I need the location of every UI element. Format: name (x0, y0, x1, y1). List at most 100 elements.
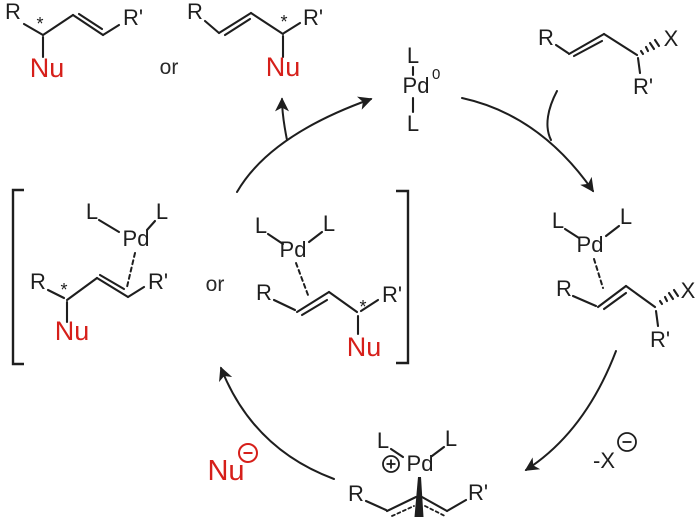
pd-label: Pd (123, 226, 150, 251)
bond (445, 498, 468, 513)
substrate: R X R' (538, 25, 679, 99)
charge-circle (617, 432, 637, 452)
alkene-complex: L L Pd R X R' (552, 204, 696, 352)
dashed-bond (295, 262, 309, 296)
pd-label: Pd (577, 232, 604, 257)
hash (648, 41, 656, 51)
r-prime-label: R' (123, 5, 143, 30)
double-bond (71, 13, 105, 37)
double-bond-line2 (98, 273, 126, 291)
stereocenter-asterisk: * (280, 12, 287, 32)
hash (672, 288, 680, 298)
x-label: X (664, 26, 679, 51)
nu-label: Nu (55, 316, 90, 346)
or-text: or (160, 56, 179, 79)
ligand-label: L (407, 43, 419, 68)
ligand-label: L (377, 428, 389, 453)
r-prime-label: R' (382, 282, 402, 307)
circled-plus-icon (382, 455, 400, 473)
bond (571, 294, 598, 308)
ligand-label: L (620, 204, 632, 229)
nu-label: Nu (30, 53, 65, 83)
double-bond (217, 11, 253, 35)
bond (602, 32, 639, 57)
bond (563, 227, 581, 240)
charge-circle (238, 443, 258, 463)
hash-wedge (658, 288, 680, 306)
double-bond (596, 284, 628, 309)
cycle-arrows (219, 90, 617, 480)
bond (636, 56, 642, 75)
intermediate-left: L L Pd R * R' Nu (30, 199, 168, 346)
bond (624, 284, 657, 309)
bracket-left (11, 188, 24, 366)
r-group-label: R (187, 0, 203, 24)
ligand-label: L (407, 111, 419, 136)
bond (604, 224, 621, 238)
or-text: or (206, 273, 225, 296)
allyl-bond (420, 495, 449, 513)
arrow-nucleophilic-attack (219, 366, 335, 480)
circled-minus-icon (238, 443, 258, 463)
r-prime-label: R' (303, 5, 323, 30)
bond (46, 288, 66, 300)
arrow-oxidative-addition (461, 97, 594, 193)
r-group-label: R (538, 25, 554, 50)
bond (359, 298, 380, 313)
bond (389, 447, 405, 459)
pd-label: Pd (280, 237, 307, 262)
hash (667, 291, 675, 301)
ligand-label: L (445, 426, 457, 451)
double-bond (567, 32, 606, 56)
nu-anion-label: Nu (207, 455, 244, 487)
double-bond (295, 290, 331, 314)
bond (554, 43, 570, 55)
ligand-label: L (255, 213, 267, 238)
arrow-to-pd0 (236, 96, 373, 193)
bond (266, 232, 285, 246)
bond (307, 230, 324, 244)
r-group-label: R (5, 0, 21, 24)
bracket-right (396, 189, 410, 365)
bond (364, 499, 388, 512)
bond (145, 219, 157, 232)
arrow-to-products (275, 97, 290, 141)
stereocenter-asterisk: * (36, 14, 43, 34)
pd0-catalyst: L Pd 0 L (403, 43, 441, 136)
intermediate-right: L L Pd R * R' Nu (255, 211, 402, 362)
r-prime-label: R' (148, 269, 168, 294)
bond (282, 21, 302, 35)
r-group-label: R (556, 276, 572, 301)
circled-minus-icon (617, 432, 637, 452)
arrow-substrate-entry (546, 90, 558, 141)
arrow-ionization (524, 350, 617, 471)
hash (658, 299, 664, 306)
double-bond-line2 (223, 17, 252, 37)
dashed-bond (126, 252, 136, 288)
ligand-label: L (552, 208, 564, 233)
product-left: R * R' Nu (5, 0, 143, 83)
pd-label: Pd (407, 451, 434, 476)
allyl-bond (385, 495, 418, 513)
r-group-label: R (30, 269, 46, 294)
bond (126, 285, 146, 299)
bond (97, 218, 121, 234)
pi-allyl-complex: L L Pd R R' (348, 426, 488, 517)
hash (644, 45, 650, 53)
bond (41, 13, 75, 37)
hash-wedge (639, 38, 661, 56)
r-group-label: R (348, 481, 364, 506)
ligand-label: L (86, 199, 98, 224)
charge-circle (382, 455, 400, 473)
r-prime-label: R' (633, 74, 653, 99)
product-right: R * R' Nu (187, 0, 323, 82)
bond (101, 23, 121, 37)
nu-label: Nu (347, 332, 382, 362)
ligand-label: L (156, 199, 168, 224)
nucleophile-label: Nu (207, 443, 258, 487)
bond (654, 309, 660, 328)
double-bond-line2 (602, 291, 628, 311)
r-prime-label: R' (650, 327, 670, 352)
